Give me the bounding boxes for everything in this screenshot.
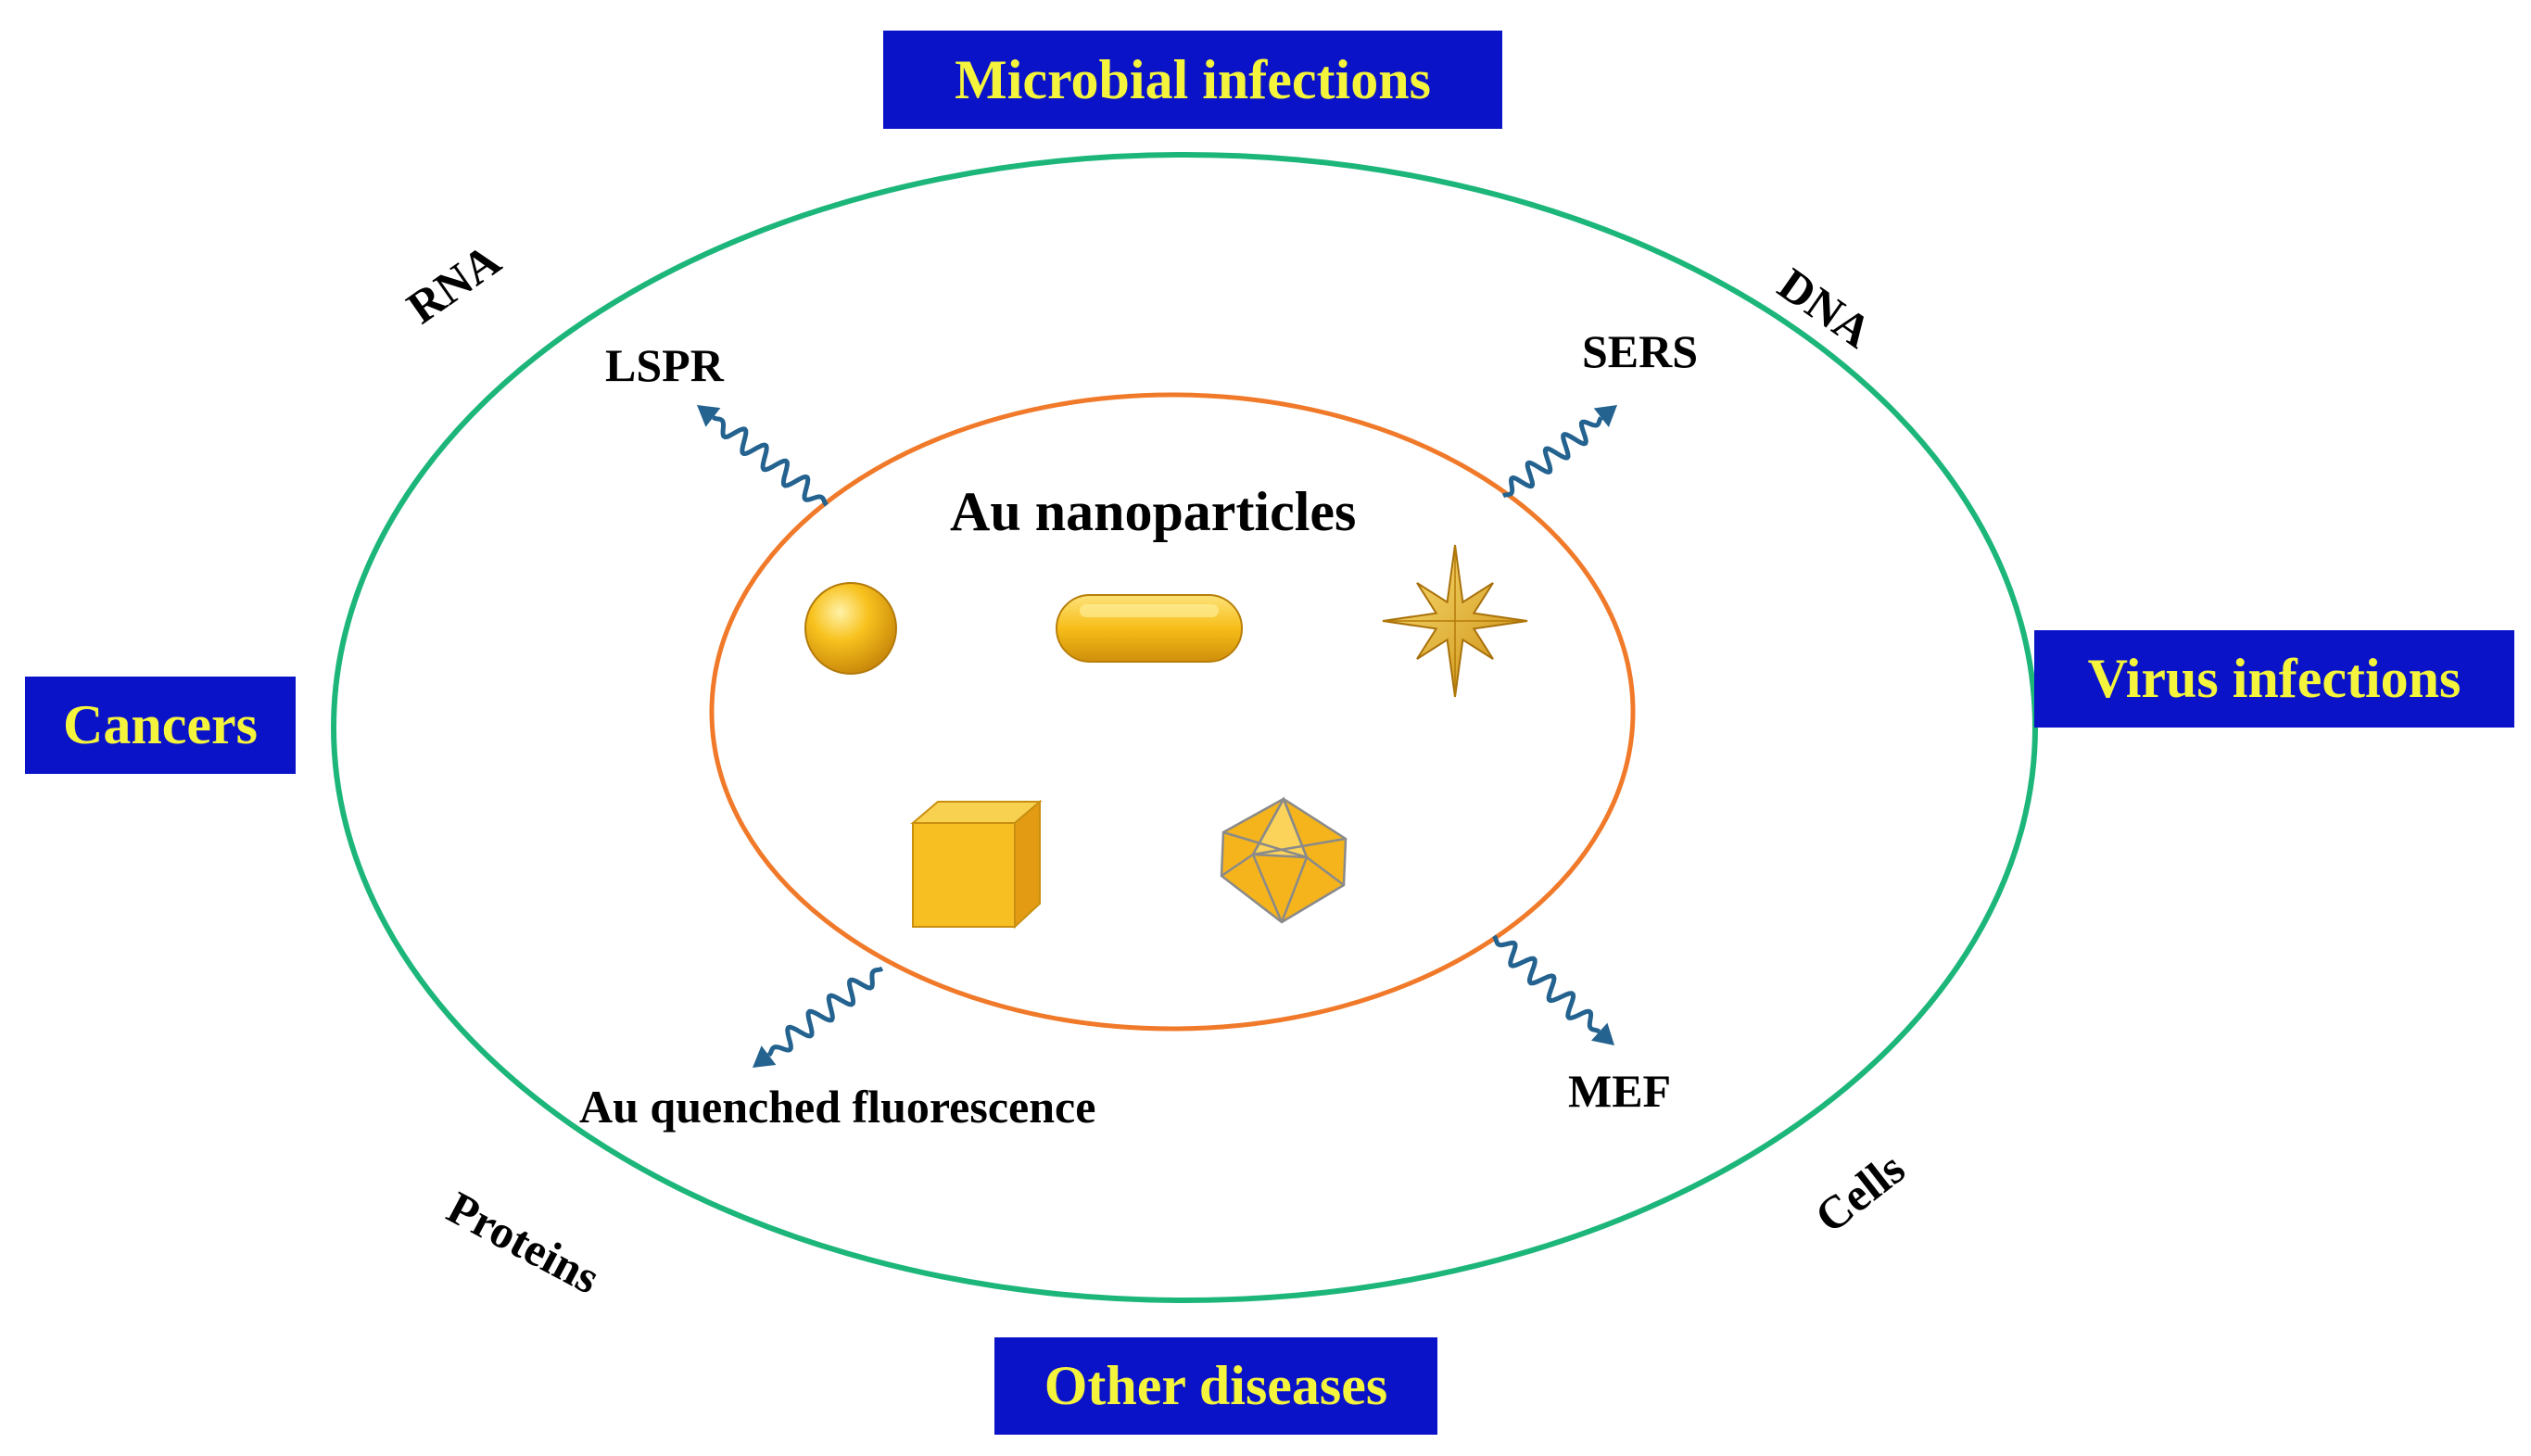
label-sers: SERS [1582, 325, 1699, 377]
label-lspr: LSPR [605, 339, 724, 391]
outer-ellipse [331, 152, 2038, 1303]
wavy-arrow-sers [1501, 416, 1603, 499]
label-mef: MEF [1568, 1065, 1672, 1117]
inner-ellipse [709, 392, 1636, 1032]
rod-icon [1056, 594, 1243, 663]
arrowhead-lspr [697, 405, 721, 427]
box-virus-infections: Virus infections [2034, 630, 2514, 728]
wavy-arrow-fluorescence [766, 966, 884, 1057]
wavy-arrow-mef [1492, 934, 1601, 1034]
octahedron-icon [1220, 796, 1348, 924]
arrowhead-sers [1593, 405, 1617, 427]
cube-icon [910, 799, 1043, 930]
arrowhead-fluorescence [753, 1045, 777, 1068]
label-au-quenched-fluorescence: Au quenched fluorescence [579, 1081, 1096, 1133]
box-other-diseases: Other diseases [994, 1337, 1437, 1435]
wavy-arrow-lspr [712, 415, 829, 507]
box-cancers: Cancers [25, 677, 296, 774]
star-icon [1382, 544, 1528, 698]
arrowhead-mef [1591, 1022, 1614, 1045]
center-title: Au nanoparticles [950, 481, 1357, 542]
sphere-icon [804, 582, 897, 675]
box-microbial-infections: Microbial infections [883, 31, 1502, 129]
